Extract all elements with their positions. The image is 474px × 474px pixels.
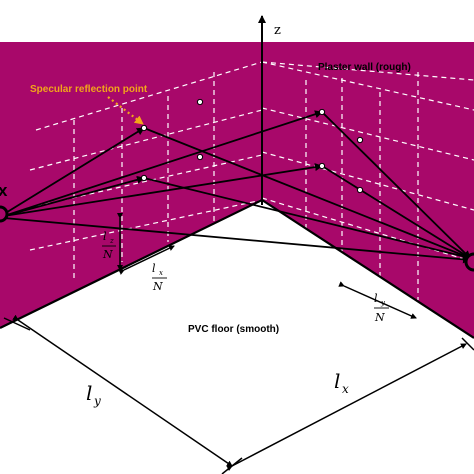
ly-over-n-dimension: l y N	[338, 281, 417, 324]
lx-over-n-dimension: l x N	[118, 245, 175, 293]
receiver-node-icon	[464, 252, 474, 272]
lx-dimension-label: l x	[334, 369, 349, 396]
floor-dimension-lines	[3, 314, 474, 474]
lx-label-sub: x	[342, 382, 349, 396]
lx-frac-den: N	[152, 280, 163, 293]
ly-label-sub: y	[93, 394, 101, 408]
ly-frac-sub: y	[380, 299, 386, 307]
lz-frac-sub: z	[109, 237, 114, 245]
lz-frac-num: l	[103, 230, 107, 243]
specular-label: Specular reflection point	[30, 84, 148, 95]
transmitter-node-icon	[0, 205, 9, 223]
ly-label: l	[86, 381, 92, 405]
lx-label: l	[334, 369, 340, 393]
transmitter-label: x	[0, 181, 8, 200]
wall-label: Plaster wall (rough)	[318, 62, 411, 73]
lz-frac-den: N	[102, 248, 113, 261]
ly-dimension-label: l y	[86, 381, 101, 408]
ly-frac-den: N	[374, 311, 385, 324]
lx-frac-num: l	[152, 262, 156, 275]
dotted-arrow-icon	[107, 96, 144, 125]
floor-label: PVC floor (smooth)	[188, 324, 279, 335]
left-wall	[0, 42, 262, 328]
right-wall-grid	[261, 61, 474, 300]
ly-frac-num: l	[374, 292, 378, 305]
lx-frac-sub: x	[159, 269, 163, 277]
ray-paths	[3, 110, 471, 264]
grid-dots	[140, 98, 364, 194]
z-axis-label: z	[274, 23, 281, 38]
